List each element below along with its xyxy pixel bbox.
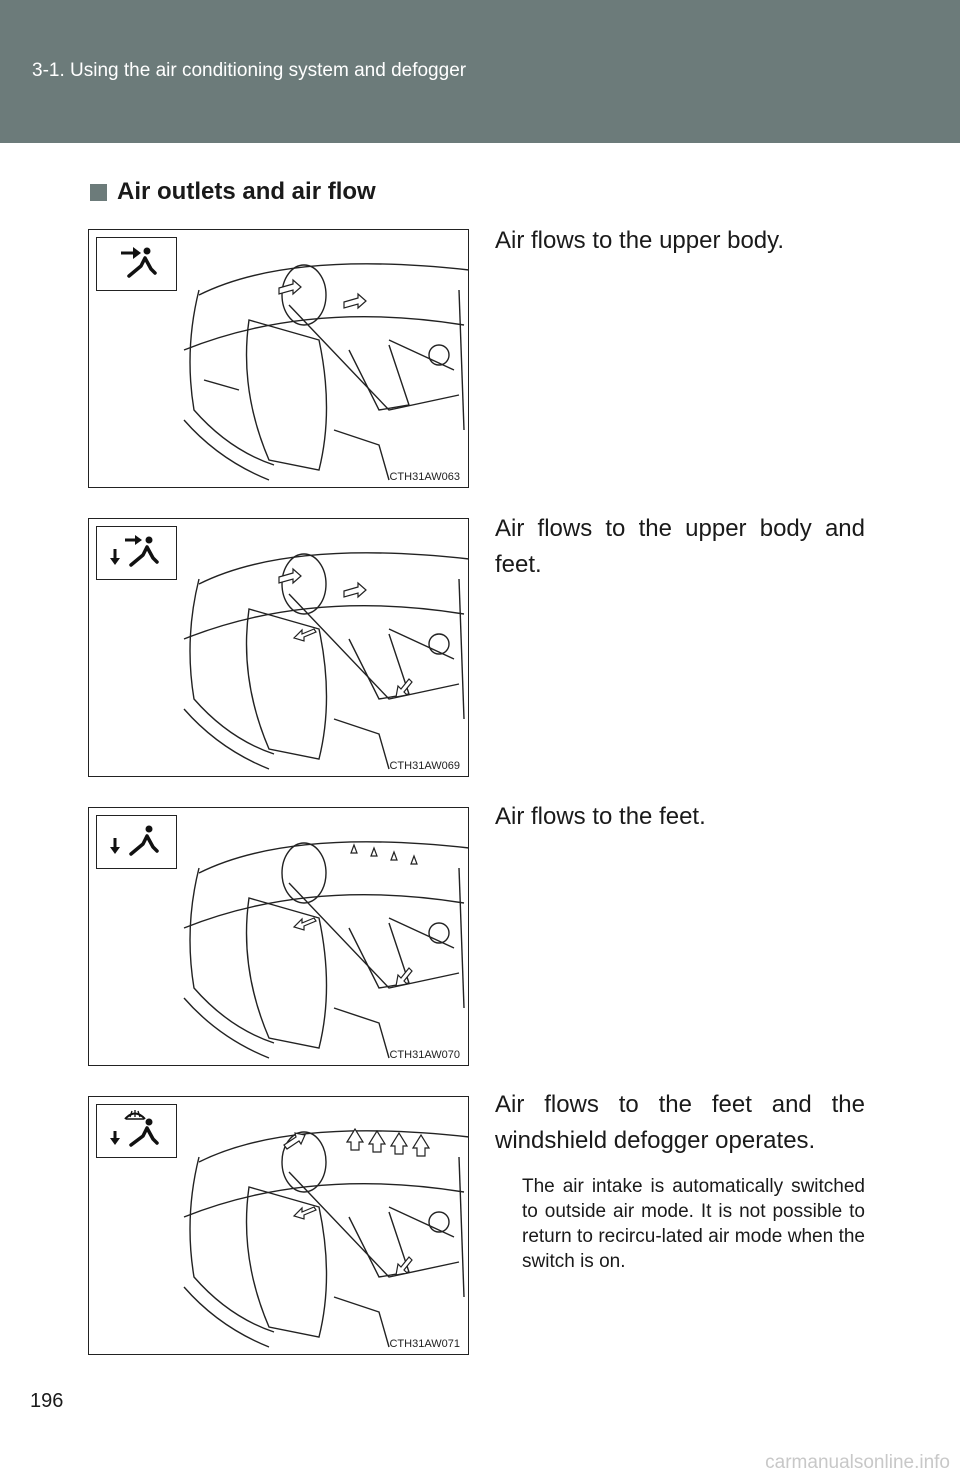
airflow-description: Air flows to the feet. [495, 803, 706, 830]
figure-feet-defrost-mode: CTH31AW071 [88, 1096, 469, 1355]
airflow-bilevel-icon [110, 535, 159, 567]
figure-code: CTH31AW063 [389, 471, 460, 483]
mode-indicator-box [96, 237, 177, 291]
mode-indicator-box [96, 526, 177, 580]
car-interior-illustration [183, 263, 468, 481]
airflow-description: Air flows to the feet and the windshield… [495, 1091, 865, 1154]
figure-feet-mode: CTH31AW070 [88, 807, 469, 1066]
car-interior-illustration [183, 1127, 468, 1348]
figure-code: CTH31AW069 [389, 760, 460, 772]
page-number: 196 [30, 1390, 64, 1412]
header-title: 3-1. Using the air conditioning system a… [32, 60, 467, 81]
airflow-description: Air flows to the upper body and feet. [495, 515, 865, 578]
airflow-feet-icon [110, 825, 159, 856]
figure-bilevel-mode: CTH31AW069 [88, 518, 469, 777]
airflow-face-icon [121, 247, 157, 278]
car-interior-illustration [183, 552, 468, 770]
airflow-description: Air flows to the upper body. [495, 227, 785, 254]
section-heading-text: Air outlets and air flow [117, 178, 376, 205]
mode-indicator-box [96, 1104, 177, 1158]
mode-indicator-box [96, 815, 177, 869]
airflow-note: The air intake is automatically switched… [522, 1176, 865, 1272]
car-interior-illustration [183, 841, 468, 1059]
header-bar: 3-1. Using the air conditioning system a… [0, 0, 960, 143]
figure-face-mode: CTH31AW063 [88, 229, 469, 488]
square-bullet-icon [90, 183, 107, 201]
figure-code: CTH31AW070 [389, 1049, 460, 1061]
watermark: carmanualsonline.info [765, 1452, 950, 1473]
figure-code: CTH31AW071 [389, 1338, 460, 1350]
section-heading: Air outlets and air flow [90, 178, 376, 206]
airflow-feet-defrost-icon [110, 1110, 159, 1147]
